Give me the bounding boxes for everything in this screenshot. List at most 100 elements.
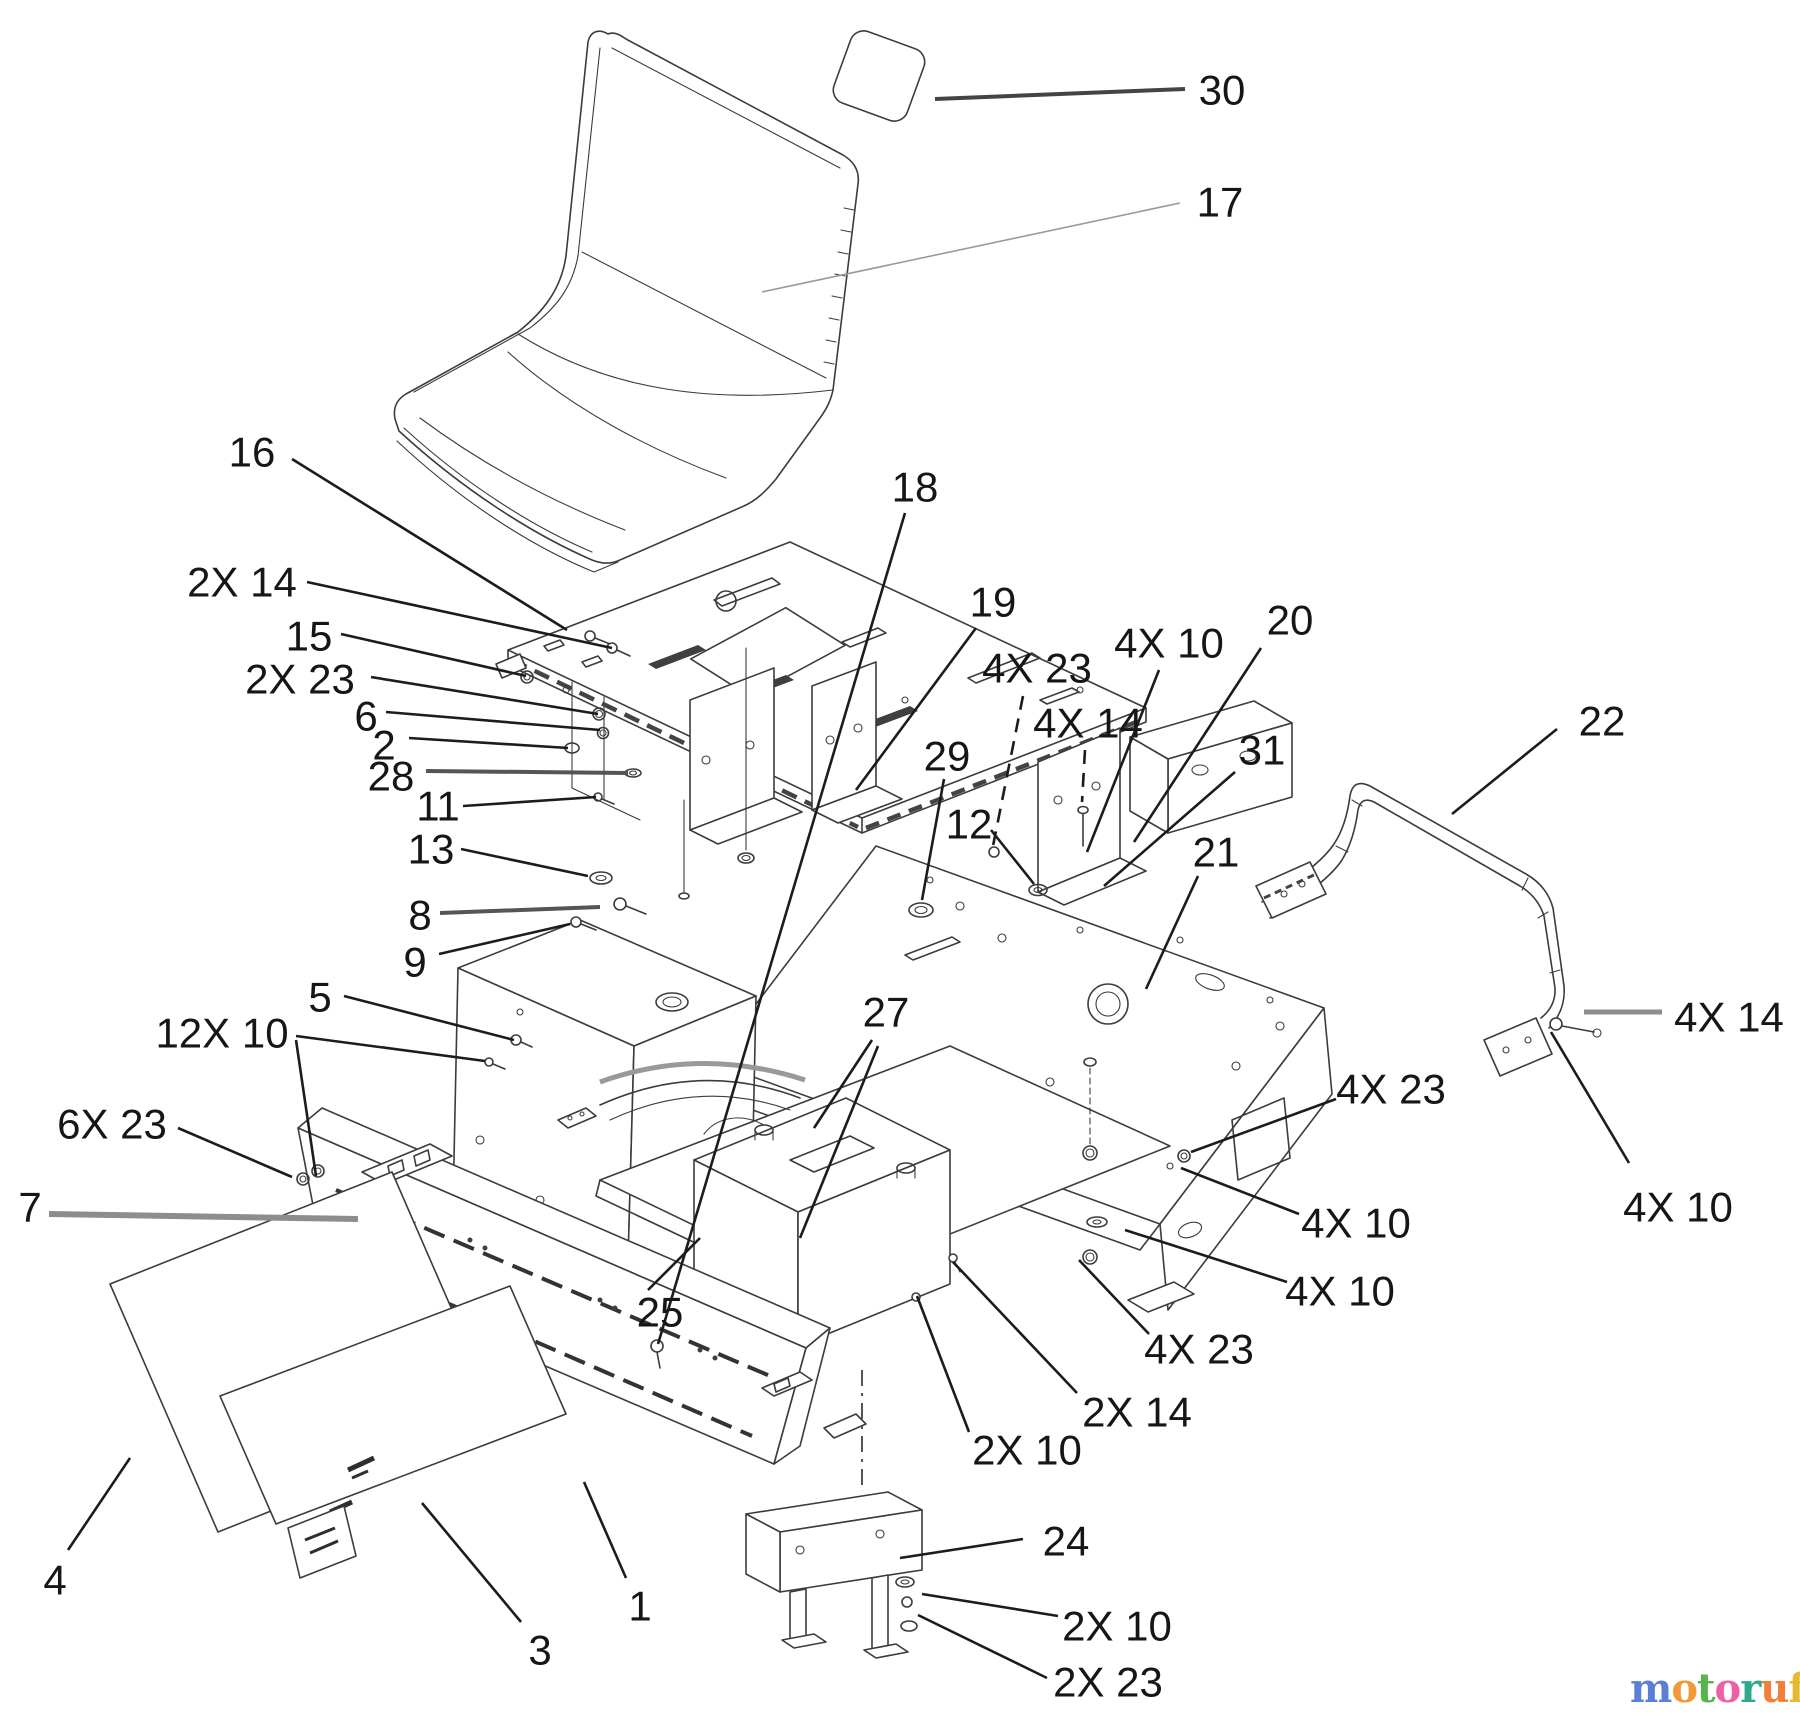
part-label-2x-23-5: 2X 23	[245, 656, 355, 703]
part-label-4x-10-27: 4X 10	[1114, 620, 1224, 667]
part-label-15-4: 15	[286, 613, 333, 660]
seat-edge-hatch	[823, 207, 855, 365]
part-label-18-22: 18	[892, 464, 939, 511]
leader-line-28-8	[425, 769, 629, 775]
leader-line-31-30	[1103, 771, 1236, 887]
leader-line-2x-23-5	[370, 675, 599, 716]
part-label-8-11: 8	[408, 892, 431, 939]
handlebar-part	[1255, 782, 1602, 1077]
leader-line-9-12	[438, 922, 571, 956]
part-label-2-7: 2	[372, 722, 395, 769]
part-label-30-0: 30	[1199, 67, 1246, 114]
leader-line-2x-23-43	[917, 1613, 1048, 1680]
leader-line-2-7	[408, 736, 569, 750]
leader-line-2x-10-42	[921, 1592, 1059, 1618]
handlebar-bolt	[1549, 1017, 1602, 1038]
part-label-28-8: 28	[368, 753, 415, 800]
part-label-20-29: 20	[1267, 597, 1314, 644]
part-label-2x-10-40: 2X 10	[972, 1427, 1082, 1474]
leader-line-4x-10-36	[1180, 1166, 1300, 1216]
fastener-hardware	[296, 630, 1191, 1369]
leader-line-12-25	[989, 829, 1036, 885]
part-label-22-32: 22	[1579, 698, 1626, 745]
leader-line-27-21	[812, 1039, 874, 1129]
part-label-13-10: 13	[408, 826, 455, 873]
part-label-2x-10-42: 2X 10	[1062, 1603, 1172, 1650]
part-label-17-1: 17	[1197, 179, 1244, 226]
part-label-4x-14-33: 4X 14	[1674, 994, 1784, 1041]
part-label-29-24: 29	[924, 733, 971, 780]
part-label-11-9: 11	[416, 783, 460, 830]
leader-line-27-21	[798, 1045, 880, 1239]
part-label-4-17: 4	[43, 1557, 66, 1604]
part-label-27-21: 27	[863, 989, 910, 1036]
part-label-5-13: 5	[308, 974, 331, 1021]
part-label-6x-23-15: 6X 23	[57, 1101, 167, 1148]
leader-line-12x-10-14	[294, 1039, 318, 1177]
leader-line-5-13	[343, 994, 515, 1042]
leader-line-4x-10-37	[1124, 1228, 1288, 1284]
part-label-2x-14-3: 2X 14	[187, 559, 297, 606]
leader-line-4-17	[66, 1457, 132, 1551]
decal-sub-label	[287, 1505, 357, 1579]
leader-line-17-1	[761, 202, 1181, 293]
part-label-24-41: 24	[1043, 1518, 1090, 1565]
leader-line-21-31	[1144, 875, 1200, 990]
leader-line-2x-14-39	[952, 1261, 1078, 1394]
part-label-4x-10-37: 4X 10	[1285, 1268, 1395, 1315]
part-label-12x-10-14: 12X 10	[155, 1010, 288, 1057]
part-label-4x-10-36: 4X 10	[1301, 1200, 1411, 1247]
part-label-4x-23-35: 4X 23	[1336, 1066, 1446, 1113]
leader-line-4x-23-38	[1078, 1259, 1150, 1335]
part-label-2x-14-39: 2X 14	[1082, 1389, 1192, 1436]
leader-line-4x-14-28	[1080, 749, 1087, 803]
leader-lines	[48, 87, 1662, 1680]
leader-line-4x-23-35	[1190, 1097, 1337, 1154]
leader-line-4x-10-34	[1549, 1031, 1631, 1164]
leader-line-25-20	[647, 1237, 701, 1291]
leader-line-18-22	[656, 512, 907, 1345]
part-label-2x-23-43: 2X 23	[1053, 1659, 1163, 1706]
leader-line-6x-23-15	[177, 1126, 293, 1179]
part-label-31-30: 31	[1239, 727, 1286, 774]
leader-line-30-0	[934, 87, 1186, 101]
support-bracket-24	[745, 1370, 923, 1659]
leader-line-7-16	[48, 1211, 359, 1222]
part-label-6-6: 6	[354, 693, 377, 740]
leader-line-1-19	[582, 1481, 628, 1579]
heat-shield-panel	[297, 1107, 831, 1465]
leader-line-11-9	[462, 795, 597, 808]
leader-line-4x-10-27	[1085, 669, 1161, 853]
leader-line-16-2	[291, 457, 568, 632]
rear-bracket-panels	[689, 661, 903, 845]
seat-support-legs	[571, 681, 641, 821]
seat-pad-part	[832, 30, 926, 122]
leader-line-20-29	[1132, 647, 1263, 843]
leader-line-12x-10-14	[295, 1034, 486, 1063]
part-label-19-23: 19	[970, 579, 1017, 626]
decal-sheet-small	[219, 1285, 567, 1579]
leader-line-2x-10-40	[915, 1295, 971, 1433]
part-label-4x-23-26: 4X 23	[982, 645, 1092, 692]
part-label-25-20: 25	[637, 1289, 684, 1336]
leader-line-19-23	[854, 627, 978, 791]
seat-part	[393, 30, 860, 573]
leader-line-8-11	[439, 905, 601, 915]
part-label-4x-10-34: 4X 10	[1623, 1184, 1733, 1231]
latch-plate-right	[761, 1371, 813, 1397]
leader-line-4x-23-26	[991, 695, 1025, 847]
part-label-9-12: 9	[403, 939, 426, 986]
part-label-12-25: 12	[946, 801, 993, 848]
leader-line-2x-14-3	[306, 580, 613, 650]
leader-line-13-10	[460, 847, 589, 878]
part-label-4x-14-28: 4X 14	[1033, 700, 1143, 747]
part-label-4x-23-38: 4X 23	[1144, 1326, 1254, 1373]
watermark-logo: motoruf.de	[1630, 1665, 1800, 1712]
leader-line-22-32	[1451, 727, 1558, 816]
leader-line-6-6	[385, 710, 601, 732]
part-label-16-2: 16	[229, 429, 276, 476]
part-label-21-31: 21	[1193, 829, 1240, 876]
